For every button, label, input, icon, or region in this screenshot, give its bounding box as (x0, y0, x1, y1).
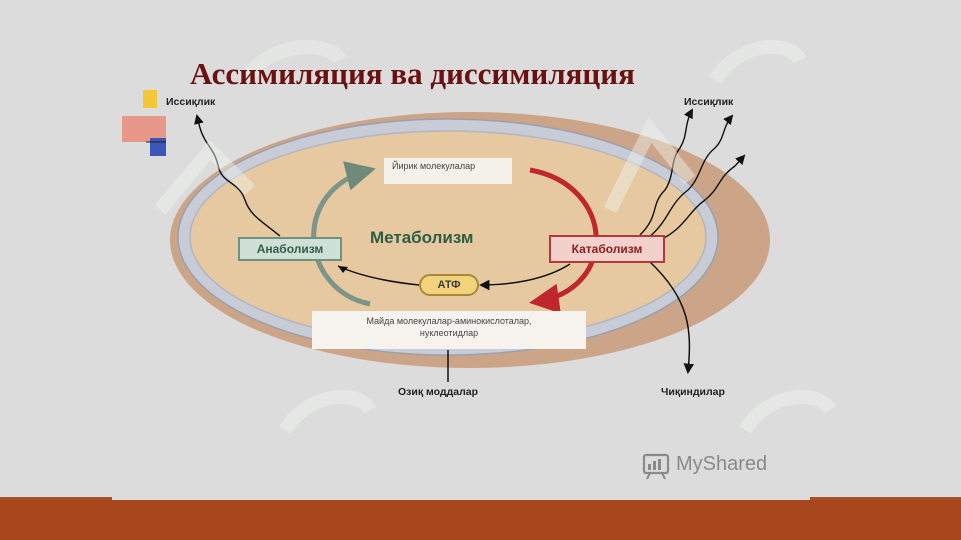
small-molecules-line2: нуклеотидлар (419, 328, 479, 338)
catabolism-to-atp-arrow (478, 263, 571, 291)
atp-badge: АТФ (419, 274, 479, 296)
heat-wave-right-1 (639, 108, 693, 236)
heat-label-left: Иссиқлик (166, 96, 216, 108)
footer-accent-left (0, 497, 112, 501)
anabolism-box: Анаболизм (238, 237, 342, 261)
footer-bar (0, 500, 961, 540)
small-molecules-line1: Майда молекулалар-аминокислоталар, (366, 316, 532, 326)
waste-label: Чиқиндилар (661, 386, 725, 398)
deco-square-blue (150, 138, 166, 156)
heat-wave-left (194, 114, 281, 237)
catabolism-box: Катаболизм (549, 235, 665, 263)
heat-wave-right-3 (659, 154, 746, 241)
watermark-shapes (154, 39, 837, 435)
small-molecules-label: Майда молекулалар-аминокислоталар, нукле… (312, 311, 586, 349)
heat-wave-right-2 (647, 114, 734, 239)
metabolism-label: Метаболизм (370, 228, 474, 247)
heat-label-right: Иссиқлик (684, 96, 734, 108)
waste-arrow (649, 261, 695, 375)
myshared-brand-text: MyShared (676, 453, 768, 475)
footer-accent-right (810, 497, 961, 501)
deco-square-red (122, 116, 166, 142)
big-molecules-label: Йирик молекулалар (384, 158, 512, 184)
myshared-logo-icon (642, 453, 670, 480)
deco-square-yellow (143, 90, 157, 108)
nutrients-label: Озиқ моддалар (398, 386, 479, 398)
slide-title: Ассимиляция ва диссимиляция (190, 56, 635, 91)
